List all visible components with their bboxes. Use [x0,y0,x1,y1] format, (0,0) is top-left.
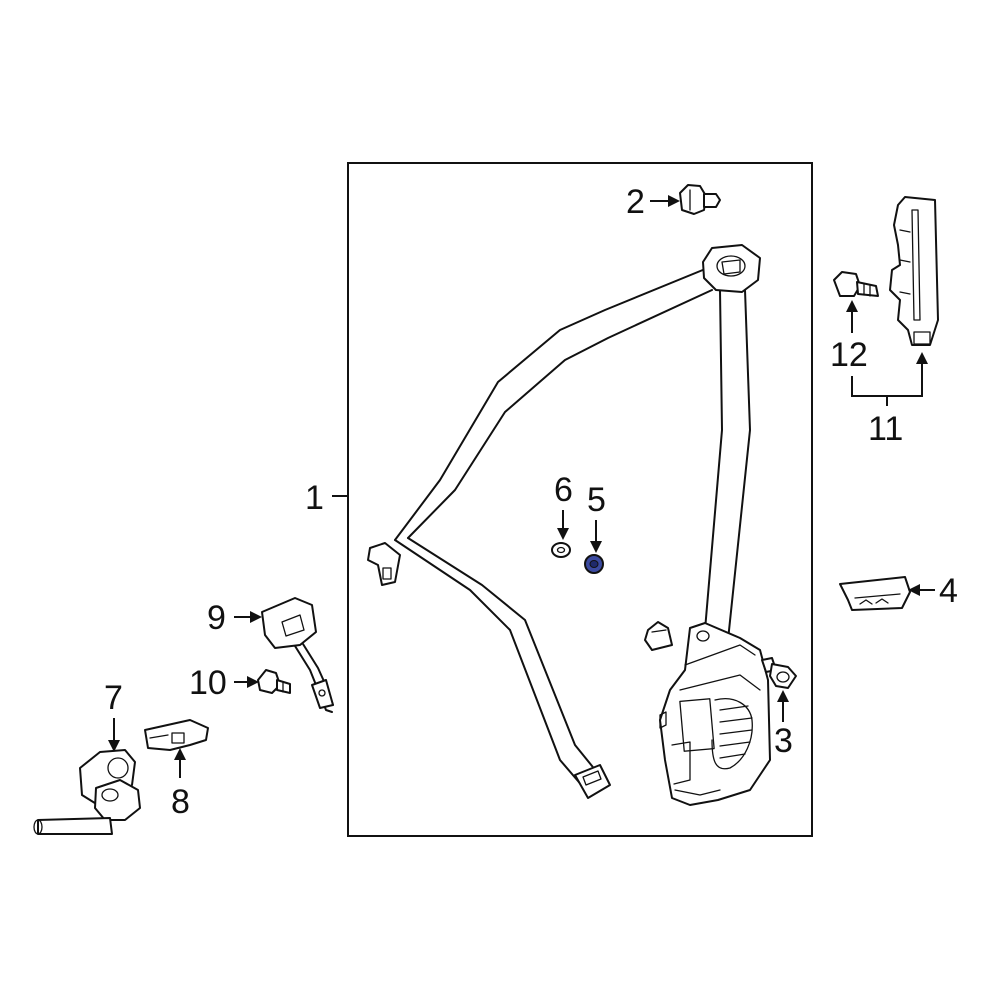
callout-10: 10 [189,664,227,702]
arrow-11 [916,352,928,364]
arrow-10 [247,676,259,688]
arrow-6 [557,528,569,540]
arrow-9 [250,611,262,623]
arrow-4 [908,584,920,596]
callout-12: 12 [830,336,868,374]
bolt-part-10 [257,669,291,694]
lower-anchor-part-7 [33,749,141,835]
callout-7: 7 [104,679,123,717]
callout-5: 5 [587,481,606,519]
retractor-clip [644,621,673,651]
belt-retractor [659,622,771,806]
clip-part-8 [144,719,209,751]
trim-cover-part-4 [839,576,911,611]
callout-1: 1 [305,479,324,517]
callout-11: 11 [868,410,903,448]
callout-9: 9 [207,599,226,637]
callout-3: 3 [774,722,793,760]
callout-8: 8 [171,783,190,821]
arrow-3 [777,690,789,702]
arrow-7 [108,740,120,752]
arrow-12 [846,300,858,312]
seat-belt-webbing [367,264,751,799]
nut-part-5-highlighted [584,554,604,574]
callout-2: 2 [626,183,645,221]
anchor-bolt-part-2 [679,184,721,215]
bolt-part-3 [761,657,797,689]
callout-6: 6 [554,471,573,509]
arrow-5 [590,541,602,553]
height-adjuster-part-11 [889,196,939,346]
washer-part-6 [551,542,571,558]
buckle-part-9 [261,597,334,713]
bolt-part-12 [833,271,879,297]
callout-4: 4 [939,572,958,610]
arrow-2 [668,195,680,207]
assembly-frame [347,162,813,837]
d-ring-anchor [702,244,761,293]
arrow-8 [174,748,186,760]
